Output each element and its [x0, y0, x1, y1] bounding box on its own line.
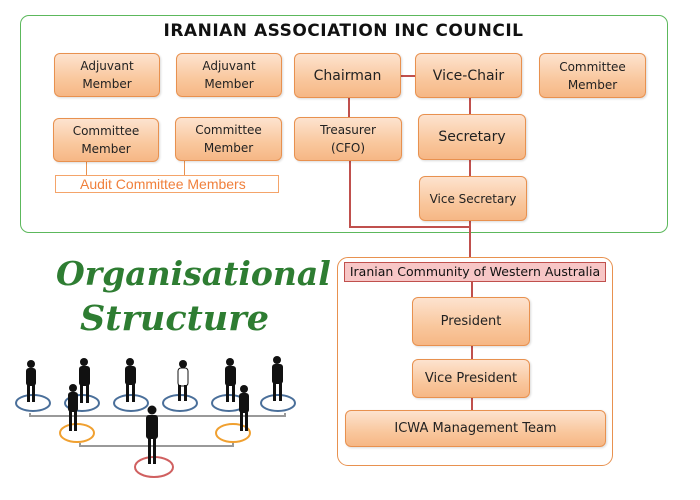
- connector: [469, 160, 471, 176]
- management-team-box: ICWA Management Team: [345, 410, 606, 447]
- vice-president-box: Vice President: [412, 359, 530, 398]
- connector: [401, 75, 415, 77]
- graphic-title-line2: Structure: [80, 298, 269, 339]
- council-title: IRANIAN ASSOCIATION INC COUNCIL: [163, 21, 524, 41]
- graphic-title-line1: Organisational: [56, 254, 331, 293]
- audit-committee-label: Audit Committee Members: [55, 175, 279, 193]
- adjuvant-member-1: Adjuvant Member: [54, 53, 160, 97]
- connector: [86, 162, 87, 175]
- icwa-header: Iranian Community of Western Australia: [344, 262, 606, 282]
- connector: [471, 398, 473, 410]
- committee-member-1: Committee Member: [53, 118, 159, 162]
- secretary-box: Secretary: [418, 114, 526, 160]
- council-frame: [20, 15, 668, 233]
- connector: [349, 226, 470, 228]
- person-silhouette: [26, 360, 36, 402]
- adjuvant-member-2: Adjuvant Member: [176, 53, 282, 97]
- connector: [471, 282, 473, 297]
- connector: [348, 98, 350, 117]
- icwa-frame: [337, 257, 613, 466]
- chairman-box: Chairman: [294, 53, 401, 98]
- connector: [469, 98, 471, 114]
- people-network-illustration: [15, 356, 296, 478]
- connector: [349, 161, 351, 227]
- president-box: President: [412, 297, 530, 346]
- vice-chair-box: Vice-Chair: [415, 53, 522, 98]
- connector: [469, 221, 471, 258]
- vice-secretary-box: Vice Secretary: [419, 176, 527, 221]
- committee-member-2: Committee Member: [175, 117, 282, 161]
- connector: [184, 161, 185, 175]
- treasurer-box: Treasurer (CFO): [294, 117, 402, 161]
- connector: [471, 346, 473, 359]
- committee-member-right: Committee Member: [539, 53, 646, 98]
